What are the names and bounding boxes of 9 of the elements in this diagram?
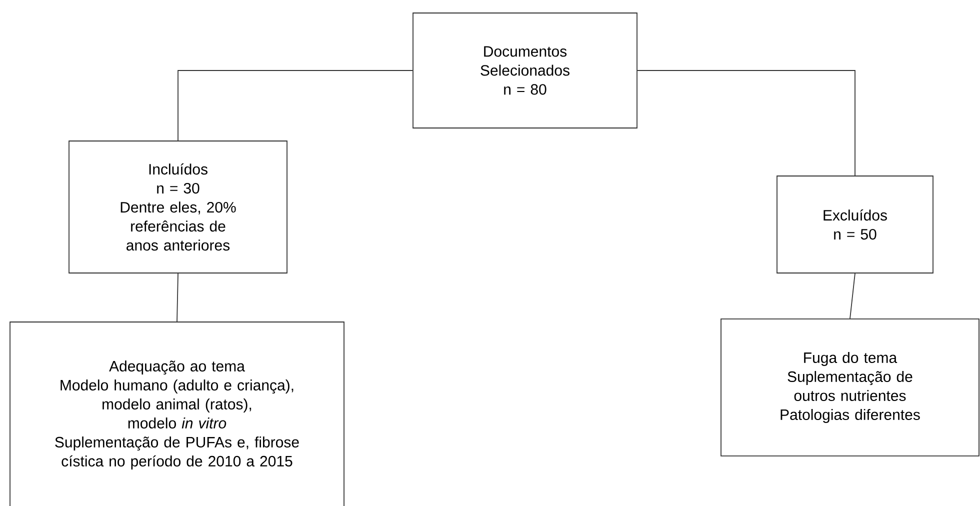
connector-line: [637, 70, 856, 176]
flow-box: Adequação ao tema Modelo humano (adulto e criança), modelo animal (ratos), modelo in vitro Suplementação de PUFAs e, fibrose cística no período de 2010 a 2015: [10, 322, 344, 506]
connector-line: [178, 70, 413, 141]
flow-box: Fuga do tema Suplementação de outros nutrientes Patologias diferentes: [720, 318, 980, 456]
flow-box: Documentos Selecionados n = 80: [412, 12, 638, 128]
connector-line: [850, 273, 856, 319]
flow-box: Excluídos n = 50: [776, 176, 934, 274]
connector-line: [176, 273, 178, 322]
flow-box: Incluídos n = 30 Dentre eles, 20% referências de anos anteriores: [68, 140, 288, 274]
